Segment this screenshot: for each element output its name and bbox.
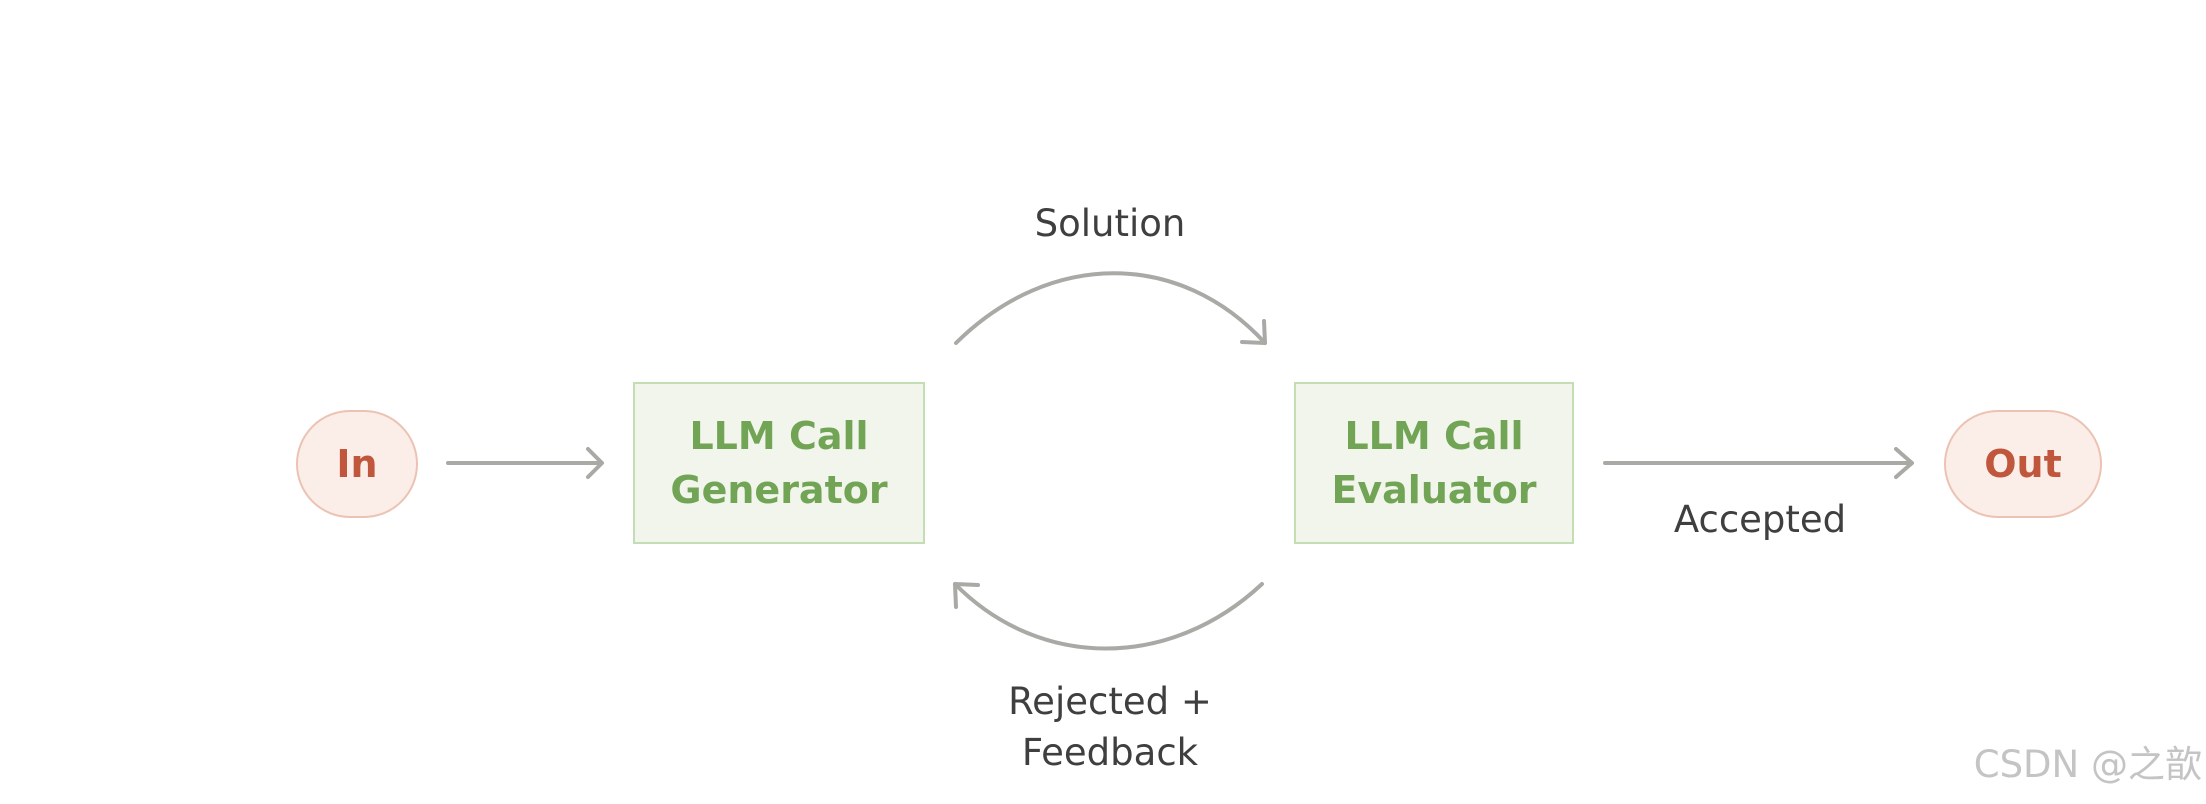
rejected-label-line2: Feedback	[1021, 731, 1199, 774]
output-node-label: Out	[1984, 442, 2062, 486]
generator-label-line2: Generator	[670, 468, 888, 512]
input-node-label: In	[336, 442, 378, 486]
arrow-in-to-generator	[446, 447, 604, 479]
llm-call-generator-node: LLM Call Generator	[633, 382, 925, 544]
generator-label-line1: LLM Call	[689, 414, 869, 458]
solution-label: Solution	[1034, 202, 1186, 245]
rejected-feedback-label: Rejected + Feedback	[960, 676, 1260, 778]
evaluator-label-line1: LLM Call	[1344, 414, 1524, 458]
input-node: In	[296, 410, 418, 518]
arrow-solution	[954, 271, 1267, 345]
arrow-rejected-feedback	[953, 582, 1264, 651]
rejected-label-line1: Rejected +	[1008, 680, 1212, 723]
arrow-evaluator-to-out	[1603, 447, 1914, 479]
accepted-label: Accepted	[1673, 498, 1847, 541]
watermark: CSDN @之歆	[1973, 743, 2202, 786]
llm-call-evaluator-node: LLM Call Evaluator	[1294, 382, 1574, 544]
output-node: Out	[1944, 410, 2102, 518]
evaluator-label-line2: Evaluator	[1331, 468, 1537, 512]
